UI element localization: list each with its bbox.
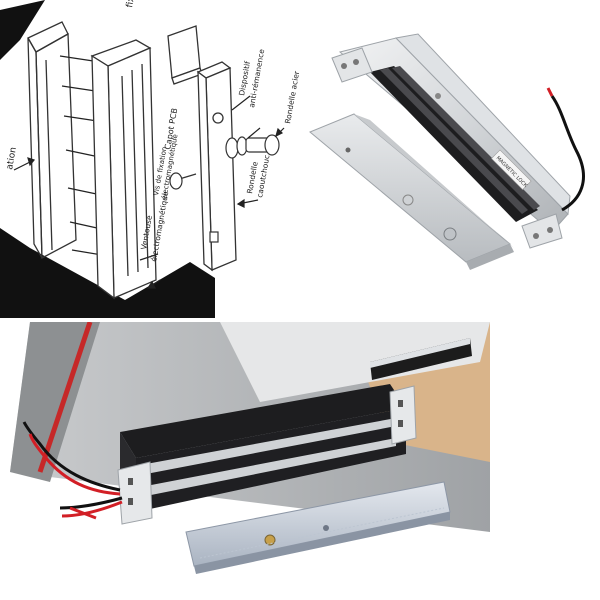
installation-scene xyxy=(10,322,590,600)
main-electromagnet xyxy=(117,384,417,525)
installation-armature-plate xyxy=(185,481,451,574)
diagram-corner-shape xyxy=(0,0,45,60)
exploded-diagram-panel: ation fixa Capot PCB Vis de fixation éle… xyxy=(0,0,300,318)
armature-plate-product xyxy=(309,113,514,270)
ceiling-background xyxy=(220,322,490,402)
label-fixation-top: fixa xyxy=(125,0,138,9)
label-fixation: ation xyxy=(5,146,19,170)
label-rondelle-acier: Rondelle acier xyxy=(283,69,300,124)
pcb-cover xyxy=(167,25,203,85)
product-render: MAGNETIC LOCK xyxy=(309,33,585,270)
callout-arrows xyxy=(13,95,285,289)
electromagnet: MAGNETIC LOCK xyxy=(331,33,571,249)
label-anti-remanence: anti-rémanence xyxy=(247,48,266,108)
exploded-diagram: ation fixa Capot PCB Vis de fixation éle… xyxy=(0,0,300,318)
label-rondelle-caoutchouc-2: caoutchouc xyxy=(255,154,271,198)
armature-plate xyxy=(196,61,237,272)
product-photo-panel: MAGNETIC LOCK xyxy=(300,0,600,318)
diagram-shadow-floor xyxy=(0,228,215,318)
mounting-plate xyxy=(27,21,77,260)
bolt-assembly xyxy=(169,134,280,243)
installation-photo-panel xyxy=(10,322,590,600)
power-wire xyxy=(550,95,585,212)
electromagnet-body xyxy=(90,39,157,300)
red-door-trim xyxy=(37,322,93,473)
wire-red-tip xyxy=(546,87,554,97)
installation-wires xyxy=(22,421,123,520)
